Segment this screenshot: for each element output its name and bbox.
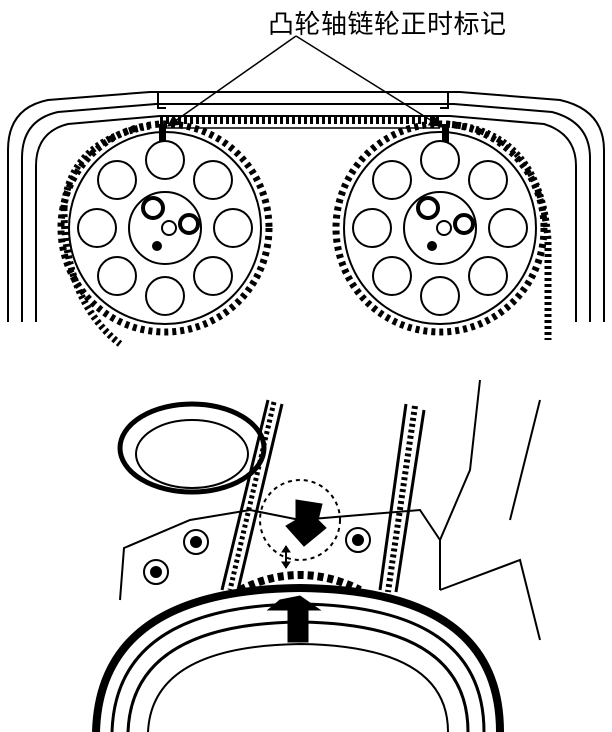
right-camshaft-sprocket: [332, 120, 548, 336]
right-sprocket-lightening-holes: [352, 140, 528, 316]
crankshaft-area: [117, 379, 541, 641]
left-sprocket-lightening-holes: [77, 140, 253, 316]
callout-leader-lines: [167, 35, 442, 127]
crankshaft-pulley: [92, 583, 504, 732]
crankshaft-sprocket: [238, 479, 362, 594]
lower-alignment-arrow: [266, 595, 322, 643]
right-timing-mark: [442, 124, 449, 142]
timing-chain-lower: [220, 399, 426, 593]
left-camshaft-sprocket: [57, 120, 273, 336]
upper-alignment-arrow: [285, 499, 327, 547]
camshaft-sprocket-timing-mark-label: 凸轮轴链轮正时标记: [268, 10, 507, 40]
timing-alignment-arrows: [266, 499, 327, 643]
left-timing-mark: [159, 124, 166, 142]
